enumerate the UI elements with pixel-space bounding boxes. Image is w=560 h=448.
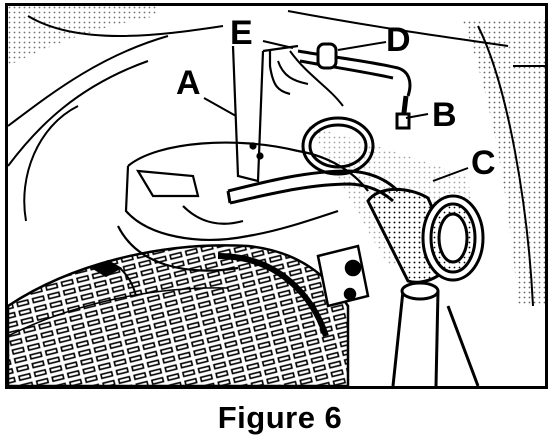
- hose-d: [297, 42, 412, 130]
- tire: [8, 244, 350, 386]
- leader-lines: [203, 40, 469, 182]
- hose-loop: [301, 116, 375, 176]
- mount-plate: [316, 244, 370, 308]
- connector: [90, 259, 137, 297]
- callout-a: A: [176, 64, 201, 102]
- lower-pipe: [391, 281, 480, 386]
- figure-caption: Figure 6: [217, 400, 343, 435]
- wire-e: [277, 50, 344, 107]
- fitting-c: [366, 187, 485, 284]
- figure-frame: A E D B C: [5, 3, 548, 389]
- callout-b: B: [432, 96, 457, 134]
- callout-e: E: [230, 14, 253, 52]
- mounting-bracket: [231, 44, 299, 183]
- callout-c: C: [471, 144, 496, 182]
- engine-bay-illustration: A E D B C: [8, 6, 545, 386]
- callout-d: D: [386, 21, 411, 59]
